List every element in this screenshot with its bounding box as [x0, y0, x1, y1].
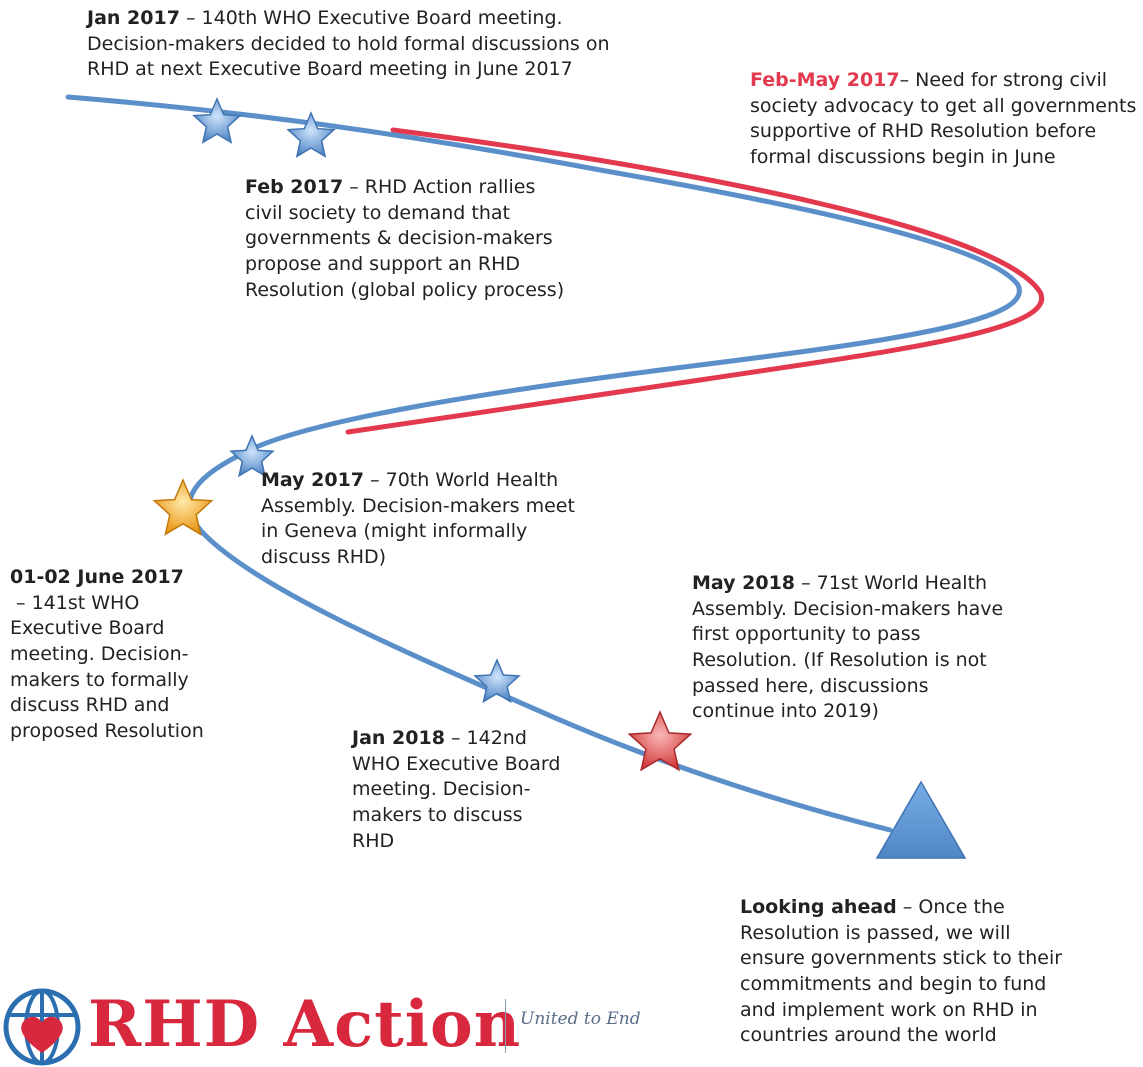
- note-jan2018: Jan 2018 – 142nd WHO Executive Board mee…: [352, 726, 562, 854]
- separator: –: [179, 7, 202, 29]
- note-jan2018-text: 142nd WHO Executive Board meeting. Decis…: [352, 727, 561, 852]
- separator: –: [364, 469, 386, 491]
- note-febmay2017: Feb-May 2017– Need for strong civil soci…: [750, 68, 1140, 171]
- logo-divider: [505, 999, 506, 1053]
- note-ahead-text: Once the Resolution is passed, we will e…: [740, 896, 1063, 1047]
- separator: –: [444, 727, 467, 749]
- separator: –: [899, 69, 916, 91]
- note-may2018: May 2018 – 71st World Health Assembly. D…: [692, 571, 1012, 725]
- note-ahead: Looking ahead – Once the Resolution is p…: [740, 895, 1070, 1049]
- separator: –: [10, 591, 32, 614]
- logo-wordmark: RHD Action: [88, 987, 522, 1062]
- note-jan2017: Jan 2017 – 140th WHO Executive Board mee…: [87, 6, 647, 83]
- star-icon-jan2017: [192, 97, 242, 144]
- note-jan2017-text: 140th WHO Executive Board meeting. Decis…: [87, 7, 610, 81]
- note-feb2017-date: Feb 2017: [245, 176, 344, 198]
- timeline-path: [65, 94, 1022, 833]
- separator: –: [795, 572, 817, 594]
- star-icon-feb2017: [286, 111, 336, 158]
- note-jan2018-date: Jan 2018: [352, 727, 445, 749]
- note-may2017-date: May 2017: [261, 469, 365, 491]
- note-may2018-text: 71st World Health Assembly. Decision-mak…: [692, 572, 1004, 723]
- separator: –: [896, 896, 919, 918]
- note-jan2017-date: Jan 2017: [87, 7, 180, 29]
- separator: –: [343, 176, 365, 198]
- rhd-action-logo: RHD Action United to End: [0, 985, 641, 1066]
- note-june2017-text: 141st WHO Executive Board meeting. Decis…: [10, 591, 204, 742]
- advocacy-path: [345, 127, 1045, 435]
- star-icon-may2017: [229, 434, 275, 478]
- note-febmay2017-text: Need for strong civil society advocacy t…: [750, 69, 1137, 168]
- note-febmay2017-date: Feb-May 2017: [750, 69, 900, 91]
- note-feb2017: Feb 2017 – RHD Action rallies civil soci…: [245, 175, 570, 303]
- star-icon-may2018: [627, 710, 693, 772]
- star-icon-june2017: [152, 478, 214, 536]
- note-june2017: 01-02 June 2017 – 141st WHO Executive Bo…: [10, 565, 208, 744]
- note-june2017-date: 01-02 June 2017: [10, 566, 184, 588]
- triangle-icon-goal: [875, 780, 967, 859]
- star-icon-jan2018: [473, 658, 521, 704]
- globe-heart-icon: [3, 988, 81, 1066]
- note-may2017: May 2017 – 70th World Health Assembly. D…: [261, 468, 586, 571]
- note-ahead-date: Looking ahead: [740, 896, 897, 918]
- note-feb2017-text: RHD Action rallies civil society to dema…: [245, 176, 565, 301]
- note-may2018-date: May 2018: [692, 572, 796, 594]
- logo-tagline: United to End: [520, 1009, 641, 1029]
- note-may2017-text: 70th World Health Assembly. Decision-mak…: [261, 469, 575, 568]
